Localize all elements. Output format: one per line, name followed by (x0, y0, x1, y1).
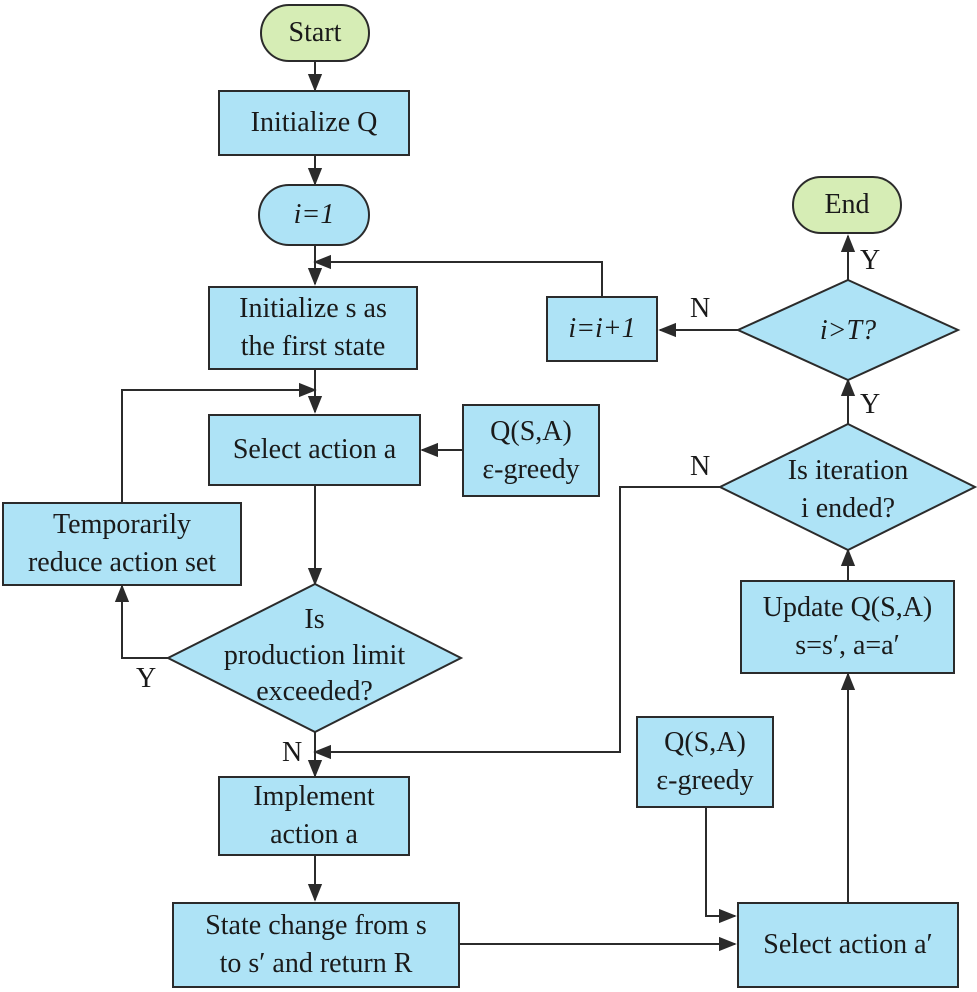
initialize-q-label: Initialize Q (250, 107, 378, 138)
production-limit-line2: production limit (223, 640, 406, 671)
implement-action-line2: action a (270, 819, 358, 850)
iteration-no-label: N (690, 451, 711, 482)
t-yes-label: Y (860, 245, 881, 276)
start-terminal: Start (260, 4, 370, 62)
select-action-a-box: Select action a (208, 414, 421, 486)
q-policy-bottom-line2: ε-greedy (656, 765, 754, 796)
t-no-label: N (690, 293, 711, 324)
iteration-ended-line2: i ended? (800, 493, 896, 524)
start-label: Start (288, 17, 342, 48)
state-change-box: State change from s to s′ and return R (172, 902, 460, 988)
initialize-s-box: Initialize s as the first state (208, 286, 418, 370)
decision-iteration-ended (717, 422, 977, 552)
update-q-line2: s=s′, a=a′ (795, 630, 900, 661)
select-action-a-label: Select action a (232, 434, 397, 465)
production-limit-line3: exceeded? (256, 676, 373, 707)
i-increment-label: i=i+1 (568, 313, 636, 344)
limit-yes-label: Y (136, 663, 157, 694)
temporarily-reduce-box: Temporarily reduce action set (2, 502, 242, 586)
select-action-a-prime-label: Select action a′ (763, 929, 933, 960)
q-policy-top-line1: Q(S,A) (490, 415, 572, 447)
implement-action-line1: Implement (253, 781, 375, 812)
q-policy-bottom-box: Q(S,A) ε-greedy (636, 716, 774, 808)
q-policy-top-box: Q(S,A) ε-greedy (462, 404, 600, 497)
temporarily-reduce-line2: reduce action set (27, 547, 217, 578)
arrow-iter-no (313, 486, 720, 760)
iteration-yes-label: Y (860, 389, 881, 420)
decision-i-greater-t (735, 278, 961, 382)
state-change-line2: to s′ and return R (219, 948, 413, 979)
i-equals-1-label: i=1 (293, 199, 335, 230)
iteration-ended-text: Is iteration i ended? (740, 452, 956, 528)
production-limit-text: Is production limit exceeded? (168, 598, 461, 714)
implement-action-box: Implement action a (218, 776, 410, 856)
arrow-reduce-loop-back (121, 382, 317, 502)
end-label: End (824, 189, 870, 220)
production-limit-line1: Is (304, 604, 325, 635)
arrow-limit-yes (114, 584, 168, 659)
decision-production-limit (165, 582, 464, 734)
initialize-s-line2: the first state (240, 331, 386, 362)
temporarily-reduce-line1: Temporarily (53, 509, 191, 540)
state-change-line1: State change from s (205, 910, 427, 941)
i-greater-t-text: i>T? (780, 312, 916, 350)
q-policy-bottom-line1: Q(S,A) (664, 727, 746, 758)
update-q-line1: Update Q(S,A) (762, 592, 933, 623)
select-action-a-prime-box: Select action a′ (737, 902, 959, 988)
update-q-box: Update Q(S,A) s=s′, a=a′ (740, 580, 955, 674)
initialize-q-box: Initialize Q (218, 90, 410, 156)
q-policy-top-line2: ε-greedy (482, 453, 580, 485)
i-equals-1-node: i=1 (258, 184, 370, 246)
i-increment-box: i=i+1 (546, 296, 658, 362)
arrow-policy2-to-select-prime (705, 808, 737, 924)
limit-no-label: N (282, 737, 303, 768)
end-terminal: End (792, 176, 902, 234)
i-greater-t-label: i>T? (819, 315, 877, 346)
initialize-s-line1: Initialize s as (239, 293, 387, 324)
iteration-ended-line1: Is iteration (787, 455, 909, 486)
